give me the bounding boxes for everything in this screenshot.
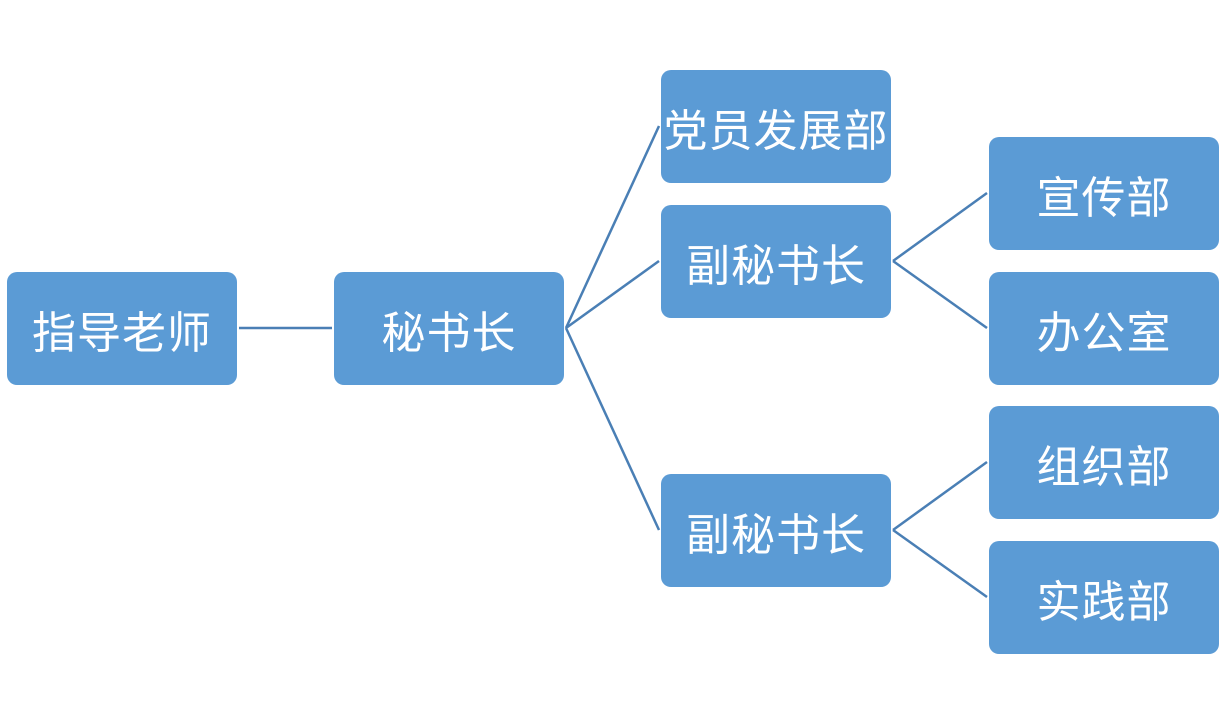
node-party-development-department: 党员发展部 [661, 70, 891, 183]
node-advisor: 指导老师 [7, 272, 237, 385]
connector-deputy1-publicity [892, 191, 988, 263]
connector-deputy2-practice [892, 528, 988, 599]
connector-secretary-deputy2 [564, 327, 661, 531]
node-publicity-department: 宣传部 [989, 137, 1219, 250]
node-deputy-secretary-general-2: 副秘书长 [661, 474, 891, 587]
node-deputy-secretary-general-1: 副秘书长 [661, 205, 891, 318]
connector-secretary-deputy1 [565, 259, 660, 330]
node-office: 办公室 [989, 272, 1219, 385]
connector-secretary-party [564, 125, 661, 329]
connector-deputy1-office [892, 259, 988, 330]
node-organization-department: 组织部 [989, 406, 1219, 519]
node-secretary-general: 秘书长 [334, 272, 564, 385]
connector-deputy2-organization [892, 460, 988, 532]
node-practice-department: 实践部 [989, 541, 1219, 654]
